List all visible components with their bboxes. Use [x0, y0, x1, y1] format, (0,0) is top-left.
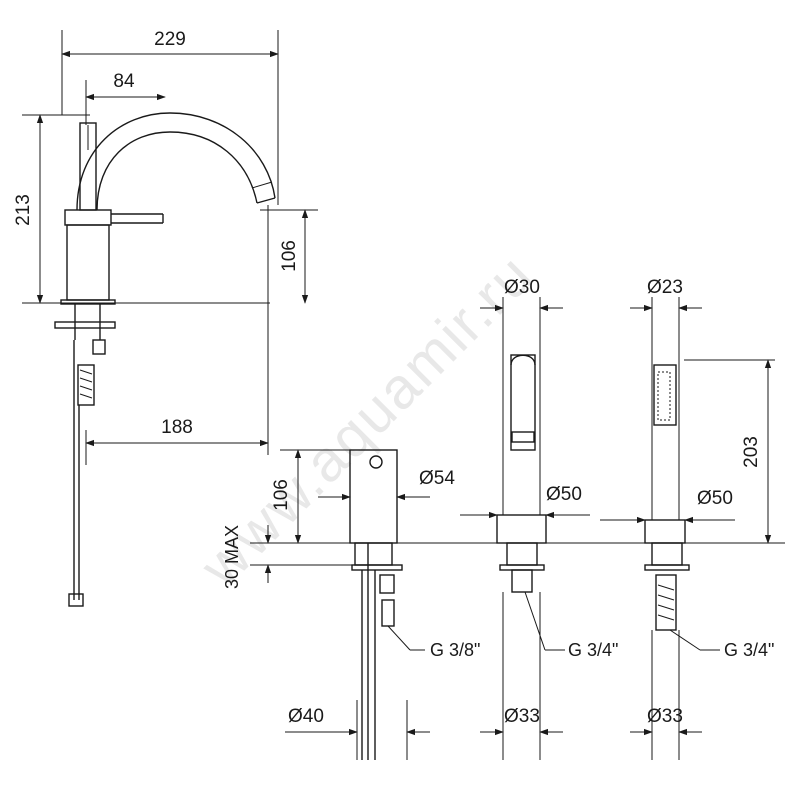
dim-reach: 188 — [161, 417, 193, 438]
dim-handshower-length: 203 — [741, 436, 762, 468]
mixer-block-view: 106 30 MAX Ø54 Ø40 G 3/8" — [222, 449, 480, 760]
dia-spout-base: Ø50 — [546, 484, 582, 505]
spout-view: Ø30 Ø50 Ø33 G 3/4" — [460, 277, 618, 760]
dim-height-spout: 106 — [279, 240, 300, 272]
mixer-side-view: 229 84 213 106 188 — [13, 29, 318, 607]
dia-spout-hole: Ø33 — [504, 706, 540, 727]
dim-width-total: 229 — [154, 29, 186, 50]
dia-block-hole: Ø40 — [288, 706, 324, 727]
dim-width-spout: 84 — [113, 71, 135, 92]
dim-height-total: 213 — [13, 194, 34, 226]
thread-shower: G 3/4" — [724, 640, 774, 660]
thread-block: G 3/8" — [430, 640, 480, 660]
dia-block-body: Ø54 — [419, 468, 455, 489]
dia-handshower: Ø23 — [647, 277, 683, 298]
dia-spout-tip: Ø30 — [504, 277, 540, 298]
dia-shower-base: Ø50 — [697, 488, 733, 509]
handshower-view: Ø23 203 Ø50 Ø33 G 3/4" — [600, 277, 775, 760]
thread-spout: G 3/4" — [568, 640, 618, 660]
dia-shower-hole: Ø33 — [647, 706, 683, 727]
dim-deck-max: 30 MAX — [222, 525, 242, 589]
dim-block-height: 106 — [271, 479, 292, 511]
